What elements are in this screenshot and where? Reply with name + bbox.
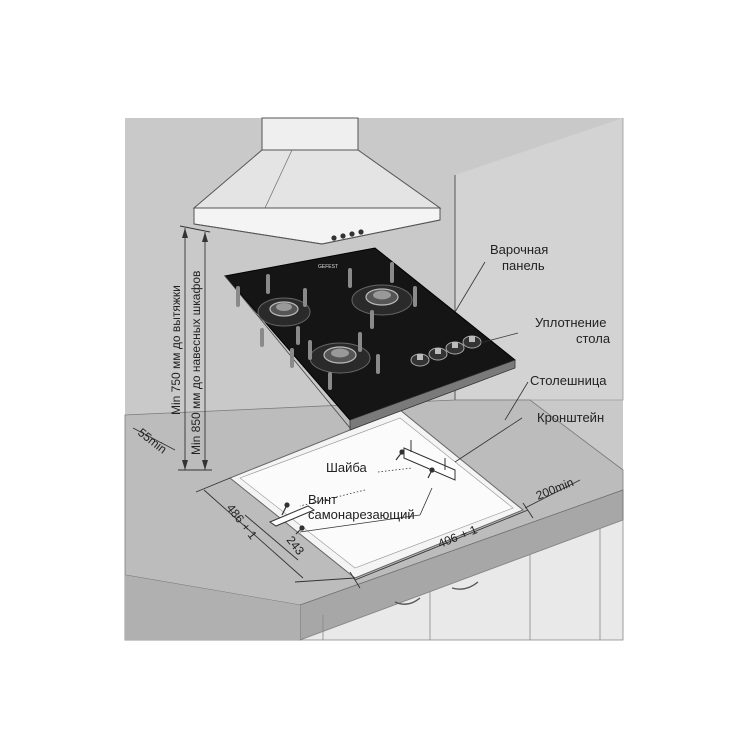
dim-width-tol: + 1 <box>458 522 479 541</box>
dim-cabinet-min: Min 850 мм до навесных шкафов <box>189 271 203 455</box>
label-seal-2: стола <box>576 331 611 346</box>
label-hob-1: Варочная <box>490 242 548 257</box>
mounting-brackets <box>268 440 456 527</box>
leader-countertop <box>504 381 529 421</box>
gas-hob: GEFEST <box>224 247 517 431</box>
label-washer: Шайба <box>326 460 368 475</box>
screws <box>281 449 435 535</box>
leader-hob <box>454 261 486 313</box>
leader-seal <box>479 332 519 344</box>
label-hob-2: панель <box>502 258 545 273</box>
control-knobs <box>410 335 482 367</box>
leader-screw <box>299 489 366 507</box>
dim-hood-min: Min 750 мм до вытяжки <box>169 285 183 415</box>
leader-washer <box>377 467 413 473</box>
leader-bracket <box>454 417 523 463</box>
label-bracket: Кронштейн <box>537 410 604 425</box>
kitchen-cabinet <box>299 519 624 641</box>
pan-supports <box>236 262 417 390</box>
label-screw-2: самонарезающий <box>308 507 415 522</box>
hob-brand: GEFEST <box>318 264 338 270</box>
label-countertop: Столешница <box>530 373 607 388</box>
burner-front <box>309 342 371 374</box>
leader-screw-3 <box>299 514 421 533</box>
label-screw-1: Винт <box>308 492 337 507</box>
dimension-lines <box>132 225 581 589</box>
leader-screw-2 <box>419 487 433 516</box>
burner-rear-left <box>257 297 311 327</box>
burner-rear-right <box>351 284 413 316</box>
countertop-cutout <box>229 409 524 579</box>
range-hood <box>192 117 442 245</box>
label-seal-1: Уплотнение <box>535 315 606 330</box>
